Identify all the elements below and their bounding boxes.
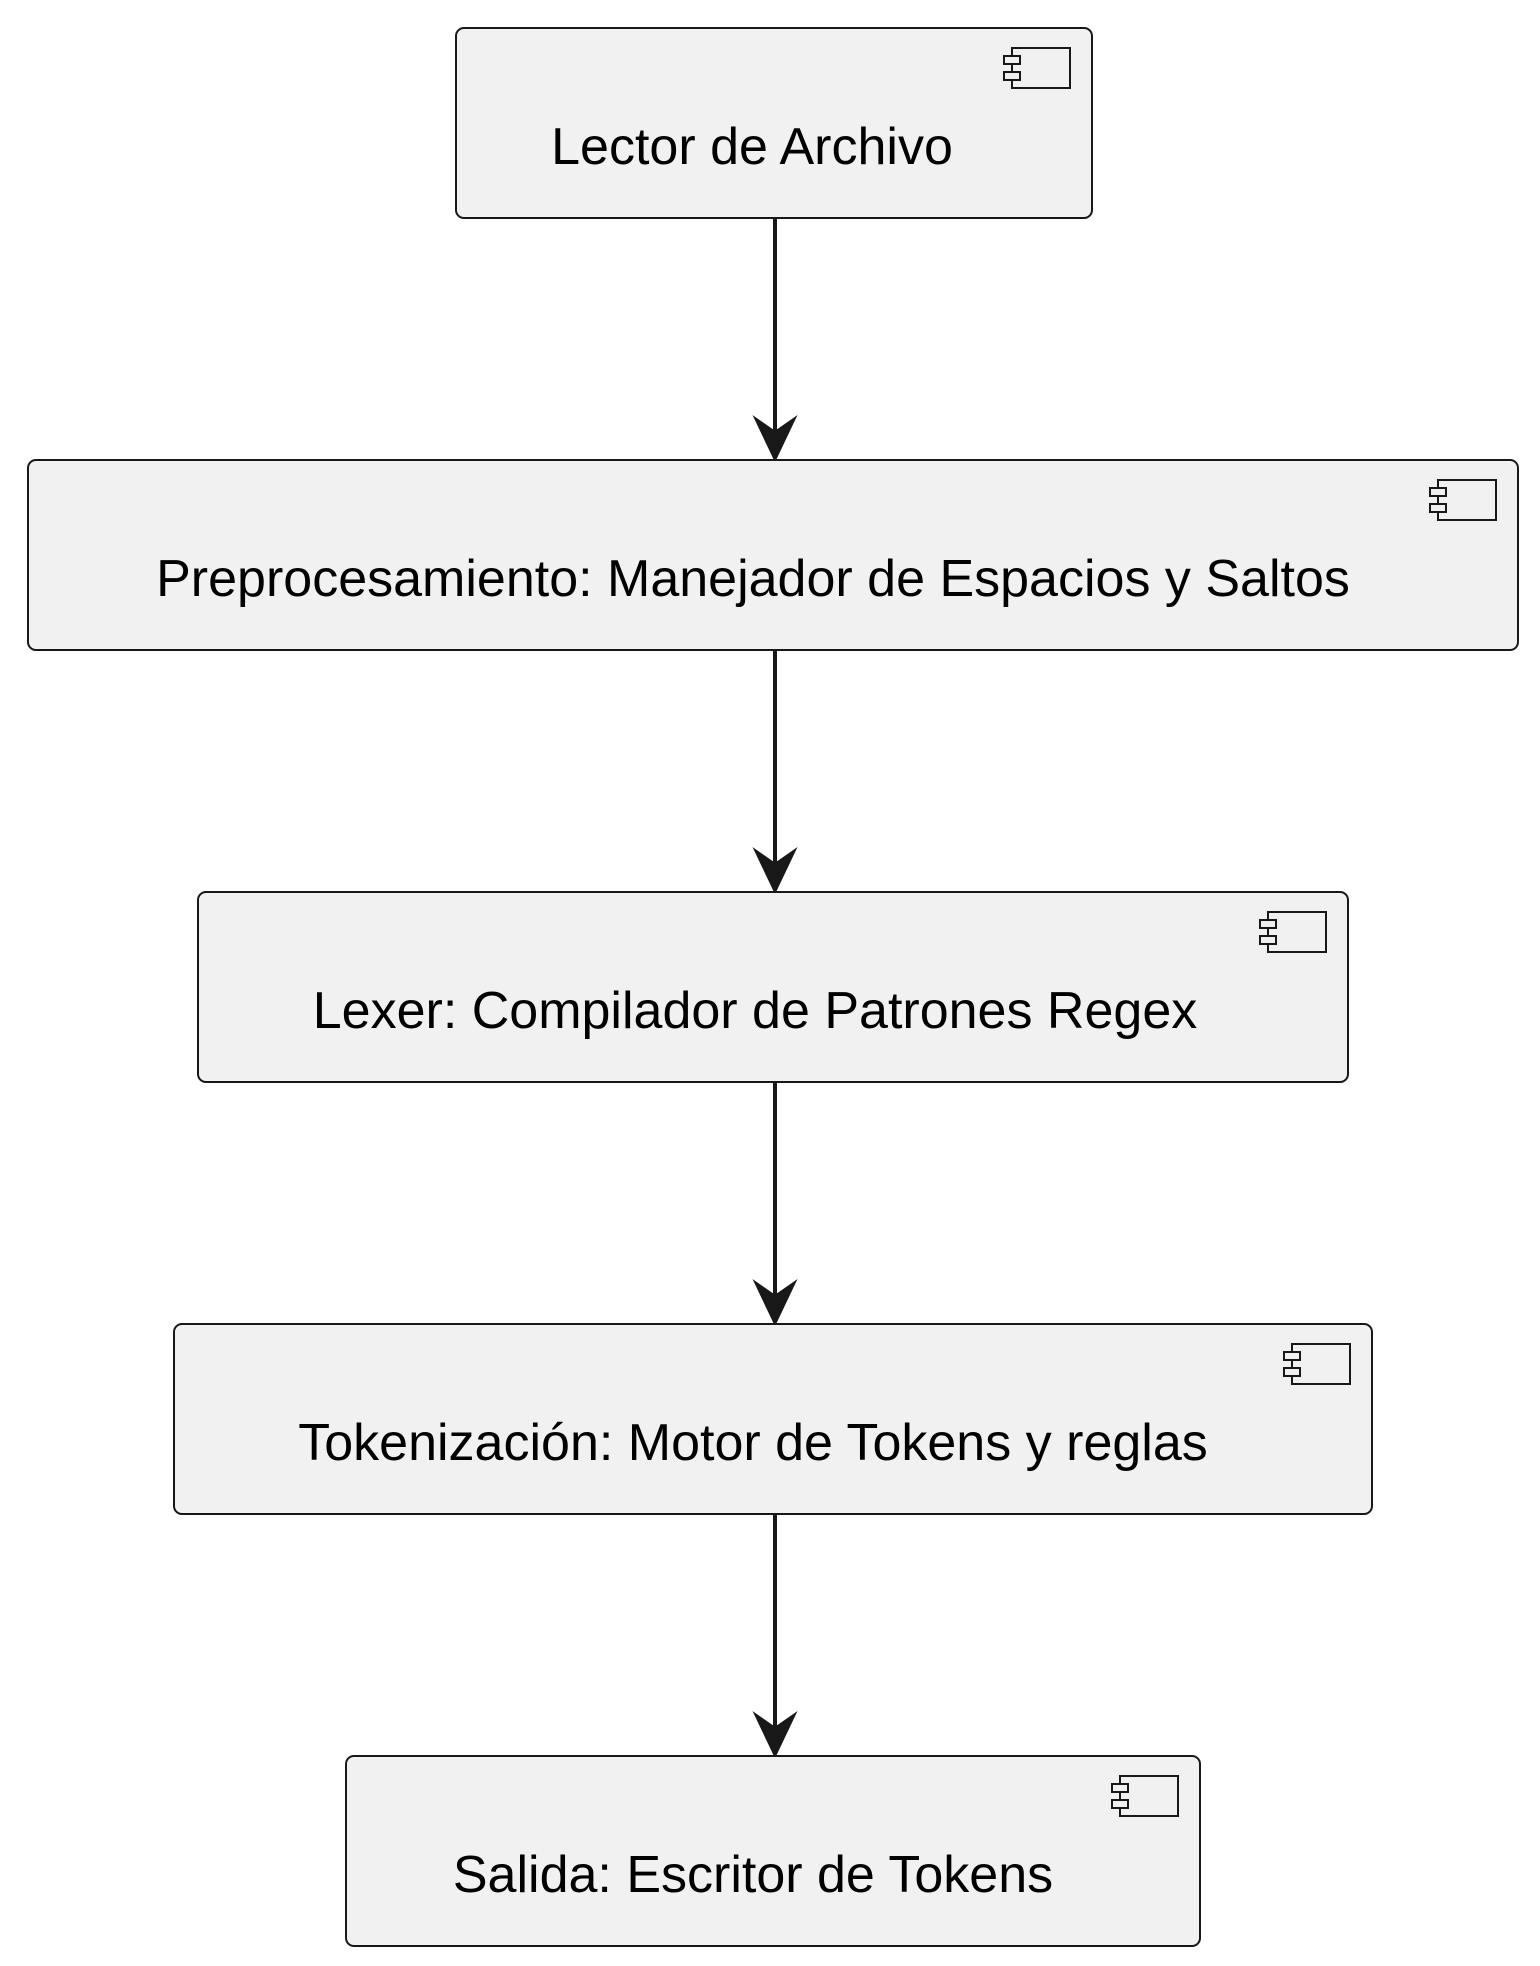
arrowhead-icon [752,1711,798,1759]
component-preprocesamiento[interactable]: Preprocesamiento: Manejador de Espacios … [27,459,1519,651]
component-tokenizacion[interactable]: Tokenización: Motor de Tokens y reglas [173,1323,1373,1515]
edge-lector-to-preproc [752,218,798,463]
component-label: Salida: Escritor de Tokens [453,1846,1053,1904]
edge-token-to-salida [752,1514,798,1759]
arrowhead-icon [752,847,798,895]
arrowhead-icon [752,415,798,463]
component-label: Lexer: Compilador de Patrones Regex [313,982,1197,1040]
edge-preproc-to-lexer [752,650,798,895]
component-label: Lector de Archivo [551,118,953,176]
component-lexer[interactable]: Lexer: Compilador de Patrones Regex [197,891,1349,1083]
edge-lexer-to-token [752,1082,798,1327]
uml-component-icon [1259,911,1327,953]
uml-component-icon [1283,1343,1351,1385]
uml-component-icon [1003,47,1071,89]
arrowhead-icon [752,1279,798,1327]
component-salida[interactable]: Salida: Escritor de Tokens [345,1755,1201,1947]
uml-component-icon [1429,479,1497,521]
component-label: Preprocesamiento: Manejador de Espacios … [156,550,1350,608]
component-lector-de-archivo[interactable]: Lector de Archivo [455,27,1093,219]
component-label: Tokenización: Motor de Tokens y reglas [298,1414,1208,1472]
uml-component-icon [1111,1775,1179,1817]
